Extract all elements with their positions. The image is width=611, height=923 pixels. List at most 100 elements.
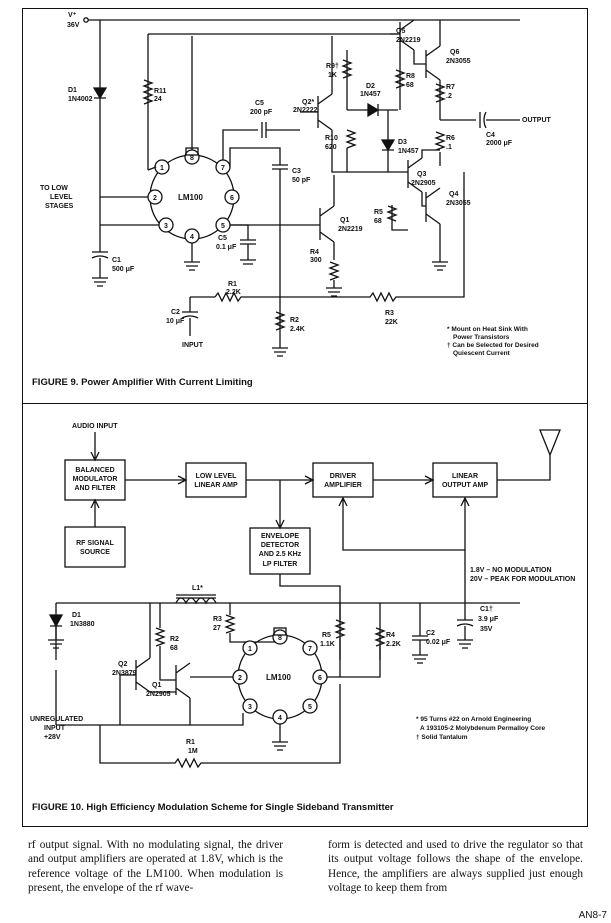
pin-label: 3 <box>164 223 168 230</box>
label: LM100 <box>178 193 203 202</box>
antenna-icon <box>539 429 561 457</box>
block-text: OUTPUT AMP <box>442 482 488 489</box>
block-text: AMPLIFIER <box>324 482 362 489</box>
label: A 193105-2 Molybdenum Permalloy Core <box>420 725 545 732</box>
c3-cap <box>229 147 288 198</box>
figure-9-caption: FIGURE 9. Power Amplifier With Current L… <box>32 377 253 388</box>
label: C3 <box>292 168 301 175</box>
label: 1N457 <box>360 91 381 98</box>
label: * Mount on Heat Sink With <box>447 326 528 333</box>
pin-label: 2 <box>238 675 242 682</box>
page-frame <box>22 8 588 827</box>
label: R3 <box>213 616 222 623</box>
q1-transistor <box>319 205 335 243</box>
q3-transistor <box>400 157 423 193</box>
label: +28V <box>44 734 61 741</box>
label: D3 <box>398 139 407 146</box>
label: INPUT <box>44 725 66 732</box>
block-text: LINEAR AMP <box>194 482 238 489</box>
label: R1 <box>228 281 237 288</box>
label: Quiescent Current <box>453 350 511 357</box>
label: Power Transistors <box>453 334 510 341</box>
r2-resistor <box>154 603 166 665</box>
label: R1 <box>186 739 195 746</box>
figure-9-labels: V⁺ 36V D1 1N4002 R11 24 C5 200 pF Q2* 2N… <box>40 12 552 357</box>
label: Q1 <box>152 682 161 689</box>
label: STAGES <box>45 203 74 210</box>
label: C4 <box>486 132 495 139</box>
block-text: LINEAR <box>452 473 478 480</box>
body-text-left: rf output signal. With no modulating sig… <box>28 839 283 895</box>
pin-label: 4 <box>190 234 194 241</box>
r3-resistor <box>280 172 465 303</box>
label: 22K <box>385 319 398 326</box>
label: TO LOW <box>40 185 68 192</box>
label: R7 <box>446 84 455 91</box>
figure-divider <box>22 403 588 404</box>
label: UNREGULATED <box>30 716 83 723</box>
pin-label: 5 <box>308 704 312 711</box>
pin-label: 4 <box>278 715 282 722</box>
pin-label: 8 <box>278 635 282 642</box>
label: 1.8V – NO MODULATION <box>470 567 552 574</box>
label: R2 <box>290 317 299 324</box>
figure-10-labels: BALANCED MODULATOR AND FILTER RF SIGNAL … <box>30 423 575 755</box>
q6-transistor <box>413 45 441 81</box>
label: Q5 <box>396 28 405 35</box>
label: 500 μF <box>112 266 135 273</box>
label: 35V <box>480 626 493 633</box>
r1-resistor <box>99 684 341 769</box>
label: R5 <box>374 209 383 216</box>
figure-10-caption: FIGURE 10. High Efficiency Modulation Sc… <box>32 802 394 813</box>
label: 2N2905 <box>411 180 436 187</box>
label: 2N2219 <box>396 37 421 44</box>
label: L1* <box>192 585 203 592</box>
label: R8 <box>406 73 415 80</box>
label: .1 <box>446 144 452 151</box>
body-text-right: form is detected and used to drive the r… <box>328 839 583 895</box>
label: C1† <box>480 606 493 613</box>
label: 2N2222 <box>293 107 318 114</box>
label: Q2* <box>302 99 314 106</box>
label: R5 <box>322 632 331 639</box>
label: 2.2K <box>226 289 241 296</box>
q2-transistor <box>300 93 333 131</box>
label: 3.9 μF <box>478 616 499 623</box>
label: 2N3055 <box>446 200 471 207</box>
pin-label: 7 <box>308 646 312 653</box>
label: Q4 <box>449 191 458 198</box>
q4-transistor <box>421 149 441 225</box>
label: 620 <box>325 144 337 151</box>
label: 1.1K <box>320 641 335 648</box>
label: 1N4002 <box>68 96 93 103</box>
label: D1 <box>72 612 81 619</box>
label: R11 <box>154 88 167 95</box>
label: C2 <box>426 630 435 637</box>
r4-resistor <box>328 261 340 281</box>
label: INPUT <box>182 342 204 349</box>
r3-resistor <box>224 603 276 643</box>
r8-resistor <box>394 69 406 89</box>
label: 2N3879 <box>112 670 137 677</box>
label: 10 μF <box>166 318 185 325</box>
r10-resistor <box>345 129 357 172</box>
label: D2 <box>366 83 375 90</box>
l1-inductor <box>175 597 217 605</box>
block-text: ENVELOPE <box>261 533 299 540</box>
label: 2N2905 <box>146 691 171 698</box>
audio-arrow <box>90 432 100 462</box>
block-text: DRIVER <box>330 473 356 480</box>
label: Q6 <box>450 49 459 56</box>
label: LEVEL <box>50 194 73 201</box>
block-text: BALANCED <box>75 467 114 474</box>
label: 36V <box>67 22 80 29</box>
c5a-cap <box>222 122 300 160</box>
label: 300 <box>310 257 322 264</box>
label: 0.02 μF <box>426 639 451 646</box>
c1-cap <box>91 250 109 287</box>
label: R2 <box>170 636 179 643</box>
label: Q3 <box>417 171 426 178</box>
figure-10-schematic <box>48 429 561 769</box>
r9-resistor <box>341 50 353 110</box>
r5-resistor <box>334 603 346 677</box>
